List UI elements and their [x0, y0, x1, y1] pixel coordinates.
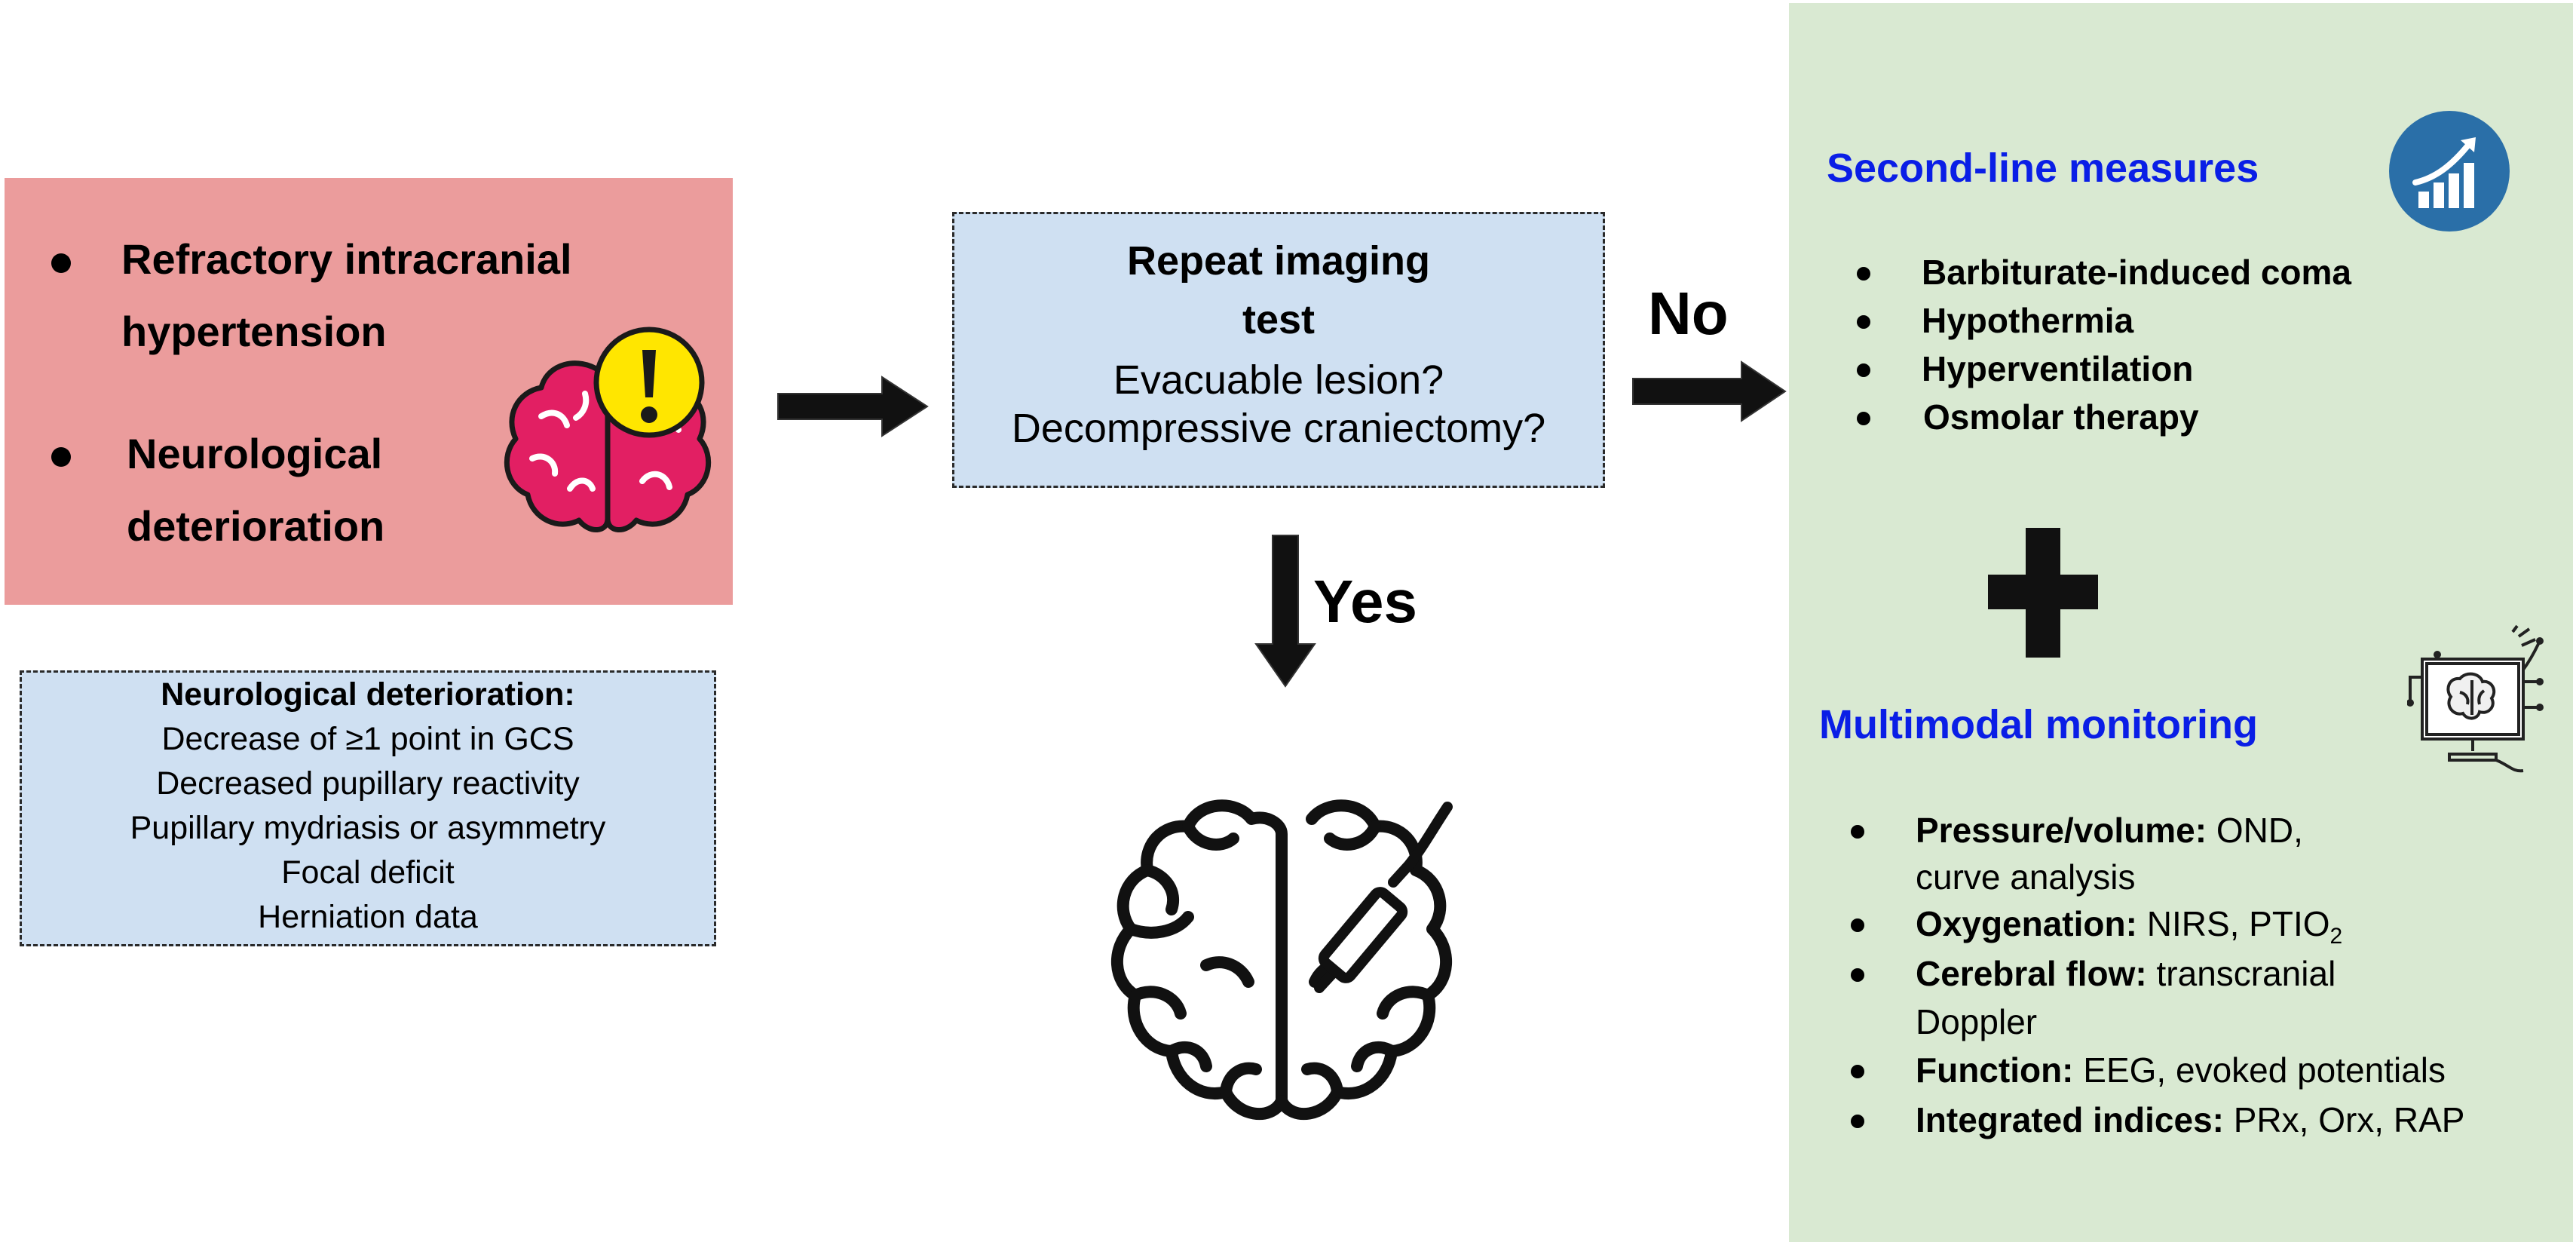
- arrow-down-icon: [1254, 535, 1316, 688]
- monitoring-item-label: Oxygenation:: [1916, 904, 2137, 943]
- bullet-refractory-line1: Refractory intracranial: [121, 235, 572, 283]
- arrow-right-icon: [1632, 360, 1787, 422]
- criteria-item: Pupillary mydriasis or asymmetry: [130, 810, 606, 846]
- bullet-dot: [51, 447, 71, 467]
- second-line-item: Barbiturate-induced coma: [1922, 253, 2351, 292]
- bullet-dot: [1857, 363, 1870, 377]
- monitoring-item-continuation: curve analysis: [1916, 857, 2136, 897]
- bullet-dot: [1851, 918, 1864, 932]
- monitoring-item-oxygenation: Oxygenation: NIRS, PTIO2: [1916, 903, 2342, 949]
- management-panel: Second-line measures Barbiturate-induced…: [1789, 3, 2573, 1242]
- brain-warning-icon: [504, 327, 712, 532]
- monitoring-item-text: EEG, evoked potentials: [2073, 1050, 2446, 1090]
- refractory-criteria-box: Refractory intracranial hypertension Neu…: [5, 178, 733, 605]
- bullet-dot: [1857, 315, 1870, 329]
- monitoring-item-label: Pressure/volume:: [1916, 811, 2207, 850]
- criteria-item: Focal deficit: [281, 854, 455, 891]
- monitoring-item-pressure: Pressure/volume: OND,: [1916, 810, 2303, 851]
- monitoring-item-text: OND,: [2207, 811, 2303, 850]
- neurological-deterioration-box: Neurological deterioration: Decrease of …: [20, 670, 716, 946]
- bullet-dot: [1851, 968, 1864, 982]
- second-line-item: Hyperventilation: [1922, 349, 2194, 388]
- no-label: No: [1648, 280, 1729, 347]
- bullet-neuro-line2: deterioration: [127, 502, 385, 550]
- bullet-dot: [51, 253, 71, 273]
- criteria-item: Herniation data: [258, 899, 478, 935]
- second-line-item: Hypothermia: [1922, 301, 2134, 340]
- monitoring-item-label: Function:: [1916, 1050, 2074, 1090]
- bullet-dot: [1851, 825, 1864, 839]
- yes-label: Yes: [1313, 568, 1417, 635]
- bullet-neuro-line1: Neurological: [127, 430, 383, 477]
- monitoring-item-flow: Cerebral flow: transcranial: [1916, 953, 2336, 994]
- imaging-title-line1: Repeat imaging: [1126, 238, 1431, 284]
- monitoring-item-text: PRx, Orx, RAP: [2223, 1100, 2465, 1139]
- bullet-refractory-line2: hypertension: [121, 308, 387, 355]
- imaging-question-craniectomy: Decompressive craniectomy?: [1011, 406, 1546, 451]
- second-line-heading: Second-line measures: [1827, 146, 2259, 191]
- bullet-dot: [1851, 1115, 1864, 1128]
- criteria-item: Decreased pupillary reactivity: [156, 765, 580, 802]
- bullet-dot: [1857, 267, 1870, 281]
- monitoring-heading: Multimodal monitoring: [1819, 702, 2258, 747]
- imaging-title-line2: test: [1242, 297, 1316, 342]
- bullet-dot: [1857, 412, 1870, 425]
- monitoring-item-text: NIRS, PTIO: [2136, 904, 2330, 943]
- monitoring-item-label: Integrated indices:: [1916, 1100, 2224, 1139]
- monitor-brain-icon: [2407, 624, 2544, 773]
- monitoring-item-label: Cerebral flow:: [1916, 954, 2147, 993]
- bullet-dot: [1851, 1065, 1864, 1078]
- monitoring-item-function: Function: EEG, evoked potentials: [1916, 1050, 2446, 1090]
- criteria-item: Decrease of ≥1 point in GCS: [161, 721, 574, 757]
- brain-surgery-icon: [1110, 799, 1453, 1120]
- imaging-question-lesion: Evacuable lesion?: [1113, 357, 1444, 403]
- repeat-imaging-box: Repeat imaging test Evacuable lesion? De…: [952, 212, 1605, 488]
- second-line-item: Osmolar therapy: [1923, 397, 2199, 437]
- subscript: 2: [2329, 924, 2343, 949]
- growth-chart-icon: [2389, 111, 2510, 232]
- monitoring-item-text: transcranial: [2146, 954, 2336, 993]
- arrow-right-icon: [777, 376, 929, 437]
- monitoring-item-indices: Integrated indices: PRx, Orx, RAP: [1916, 1099, 2464, 1140]
- criteria-heading: Neurological deterioration:: [161, 676, 575, 713]
- monitoring-item-continuation: Doppler: [1916, 1002, 2038, 1041]
- plus-icon: [1988, 528, 2098, 658]
